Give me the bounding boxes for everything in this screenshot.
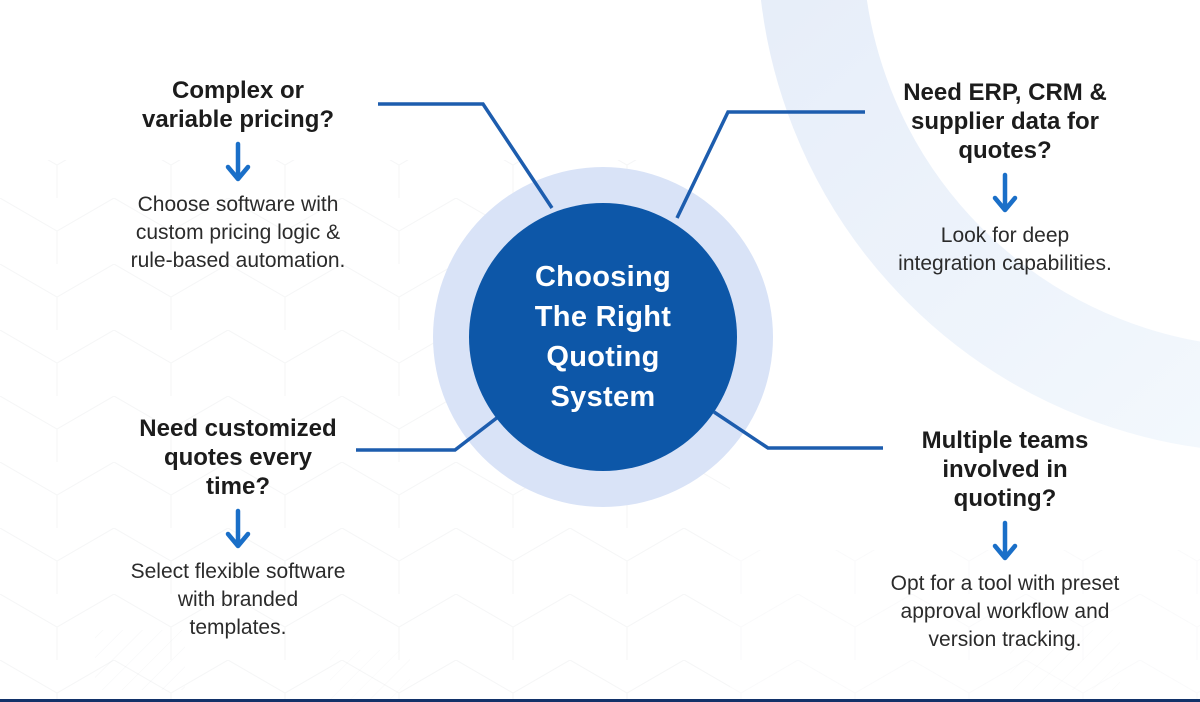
bottom-accent-bar [0,699,1200,702]
quadrant-top-right: Need ERP, CRM & supplier data for quotes… [850,78,1160,278]
down-arrow-icon [992,172,1018,213]
connector-line-bottom-right [713,410,883,450]
answer-customized-quotes: Select flexible software with branded te… [130,560,346,639]
question-customized-quotes: Need customized quotes every time? [139,415,337,500]
quadrant-bottom-left: Need customized quotes every time? Selec… [83,414,393,642]
quadrant-top-left: Complex or variable pricing? Choose soft… [83,76,393,275]
down-arrow-icon [225,141,251,182]
down-arrow-icon [225,508,251,549]
center-circle: Choosing The Right Quoting System [469,203,737,471]
question-multiple-teams: Multiple teams involved in quoting? [921,427,1089,512]
down-arrow-icon [992,520,1018,561]
connector-line-bottom-left [356,415,500,452]
question-complex-pricing: Complex or variable pricing? [141,77,335,133]
answer-complex-pricing: Choose software with custom pricing logi… [130,193,346,272]
connector-line-top-right [675,110,865,219]
center-title: Choosing The Right Quoting System [534,261,672,413]
question-erp-crm-data: Need ERP, CRM & supplier data for quotes… [903,79,1107,164]
quadrant-bottom-right: Multiple teams involved in quoting? Opt … [850,426,1160,654]
answer-multiple-teams: Opt for a tool with preset approval work… [890,572,1120,651]
answer-erp-crm-data: Look for deep integration capabilities. [898,224,1112,275]
connector-line-top-left [378,102,554,209]
